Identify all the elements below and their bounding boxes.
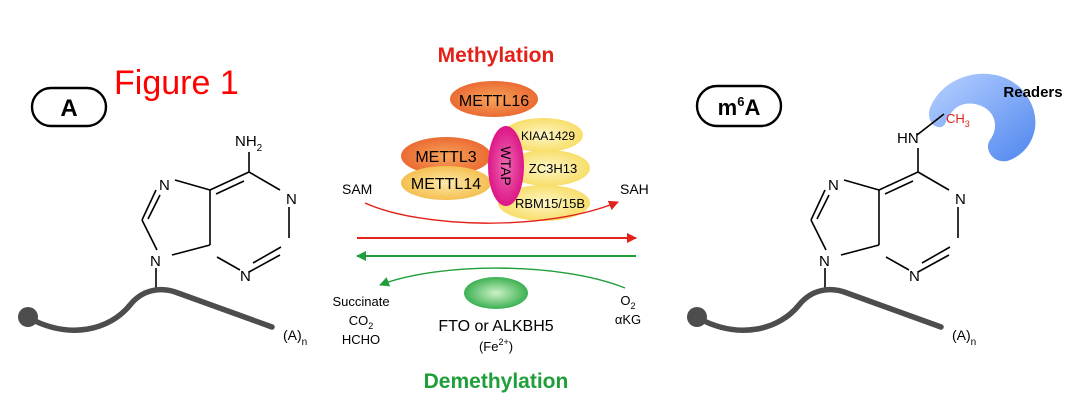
m6a-badge-sup: 6 [737,94,744,109]
m6a-badge-frame [695,84,783,128]
m6a-ring-n3: N [909,268,920,285]
eraser-label: FTO or ALKBH5 [438,318,553,335]
svg-text:CO2: CO2 [349,313,374,331]
m6a-polya-label: (A) [952,327,971,343]
mettl16-node [450,81,538,117]
akg-label: αKG [615,312,641,327]
sam-label: SAM [342,181,372,197]
a-badge-frame [30,86,108,128]
mettl16-label: METTL16 [459,93,529,110]
ring-n3: N [240,268,251,285]
amine-subscript: 2 [257,143,263,154]
m6a-rna-5prime-end [687,307,707,327]
n-methyl-bond [916,113,945,136]
o2-subscript: 2 [631,301,636,311]
svg-text:m6A: m6A [718,94,761,120]
svg-text:(A)n: (A)n [283,327,307,348]
co2-subscript: 2 [368,321,373,331]
methylation-title: Methylation [438,44,555,67]
rna-5prime-end [18,307,38,327]
figure-label: Figure 1 [114,64,239,102]
sah-label: SAH [620,181,649,197]
mettl14-node [401,166,491,200]
ring-n7: N [159,177,170,194]
m6a-badge-m: m [718,95,738,120]
o2-label: O [620,293,630,308]
m6a-panel: m6A Readers HN CH3 N N N [687,73,1063,348]
svg-text:CH3: CH3 [946,111,970,129]
mettl14-label: METTL14 [411,176,481,193]
polya-label: (A) [283,327,302,343]
kiaa1429-node [503,118,583,152]
svg-text:NH2: NH2 [235,133,263,154]
cofactor-open: (Fe [479,339,499,354]
m6a-polya-subscript: n [971,337,977,348]
zc3h13-label: ZC3H13 [529,161,577,176]
o2-to-succinate-curve [379,267,626,289]
demethylation-title: Demethylation [424,370,569,393]
reader-protein [928,73,1036,162]
succinate-label: Succinate [332,294,389,309]
amine-label: NH [235,133,257,150]
writer-complex: METTL16 KIAA1429 ZC3H13 RBM15/15B METTL3… [401,81,590,221]
hn-label: HN [897,130,919,147]
svg-text:(A)n: (A)n [952,327,976,348]
a-badge-label: A [60,95,77,122]
methyl-subscript: 3 [965,119,970,129]
sam-to-sah-curve [364,200,619,224]
mettl3-node [401,137,491,175]
rbm15-node [498,185,590,221]
zc3h13-node [506,150,590,186]
ring-n9: N [150,253,161,270]
hcho-label: HCHO [342,332,380,347]
readers-label: Readers [1003,84,1062,101]
m6a-badge-a: A [744,95,760,120]
cofactor-superscript: 2+ [498,337,508,347]
rbm15-label: RBM15/15B [515,196,585,211]
polya-subscript: n [302,337,308,348]
rna-backbone [26,287,275,333]
ring-n1: N [286,191,297,208]
m6a-rna-backbone [695,287,944,333]
kiaa1429-label: KIAA1429 [521,129,575,143]
methyl-label: CH [946,111,965,126]
eraser-node [464,277,528,309]
adenine-ring [141,171,290,273]
m6a-adenine-ring [810,171,959,273]
mettl3-label: METTL3 [415,149,476,166]
m6a-ring-n7: N [828,177,839,194]
cofactor-close: ) [509,339,513,354]
svg-text:O2: O2 [620,293,635,311]
co2-label: CO [349,313,369,328]
adenosine-panel: A NH2 N N N N N [18,86,307,348]
wtap-label: WTAP [498,146,514,185]
svg-text:(Fe2+): (Fe2+) [479,337,513,354]
wtap-node [488,126,524,206]
m6a-ring-n9: N [819,253,830,270]
m6a-ring-n1: N [955,191,966,208]
